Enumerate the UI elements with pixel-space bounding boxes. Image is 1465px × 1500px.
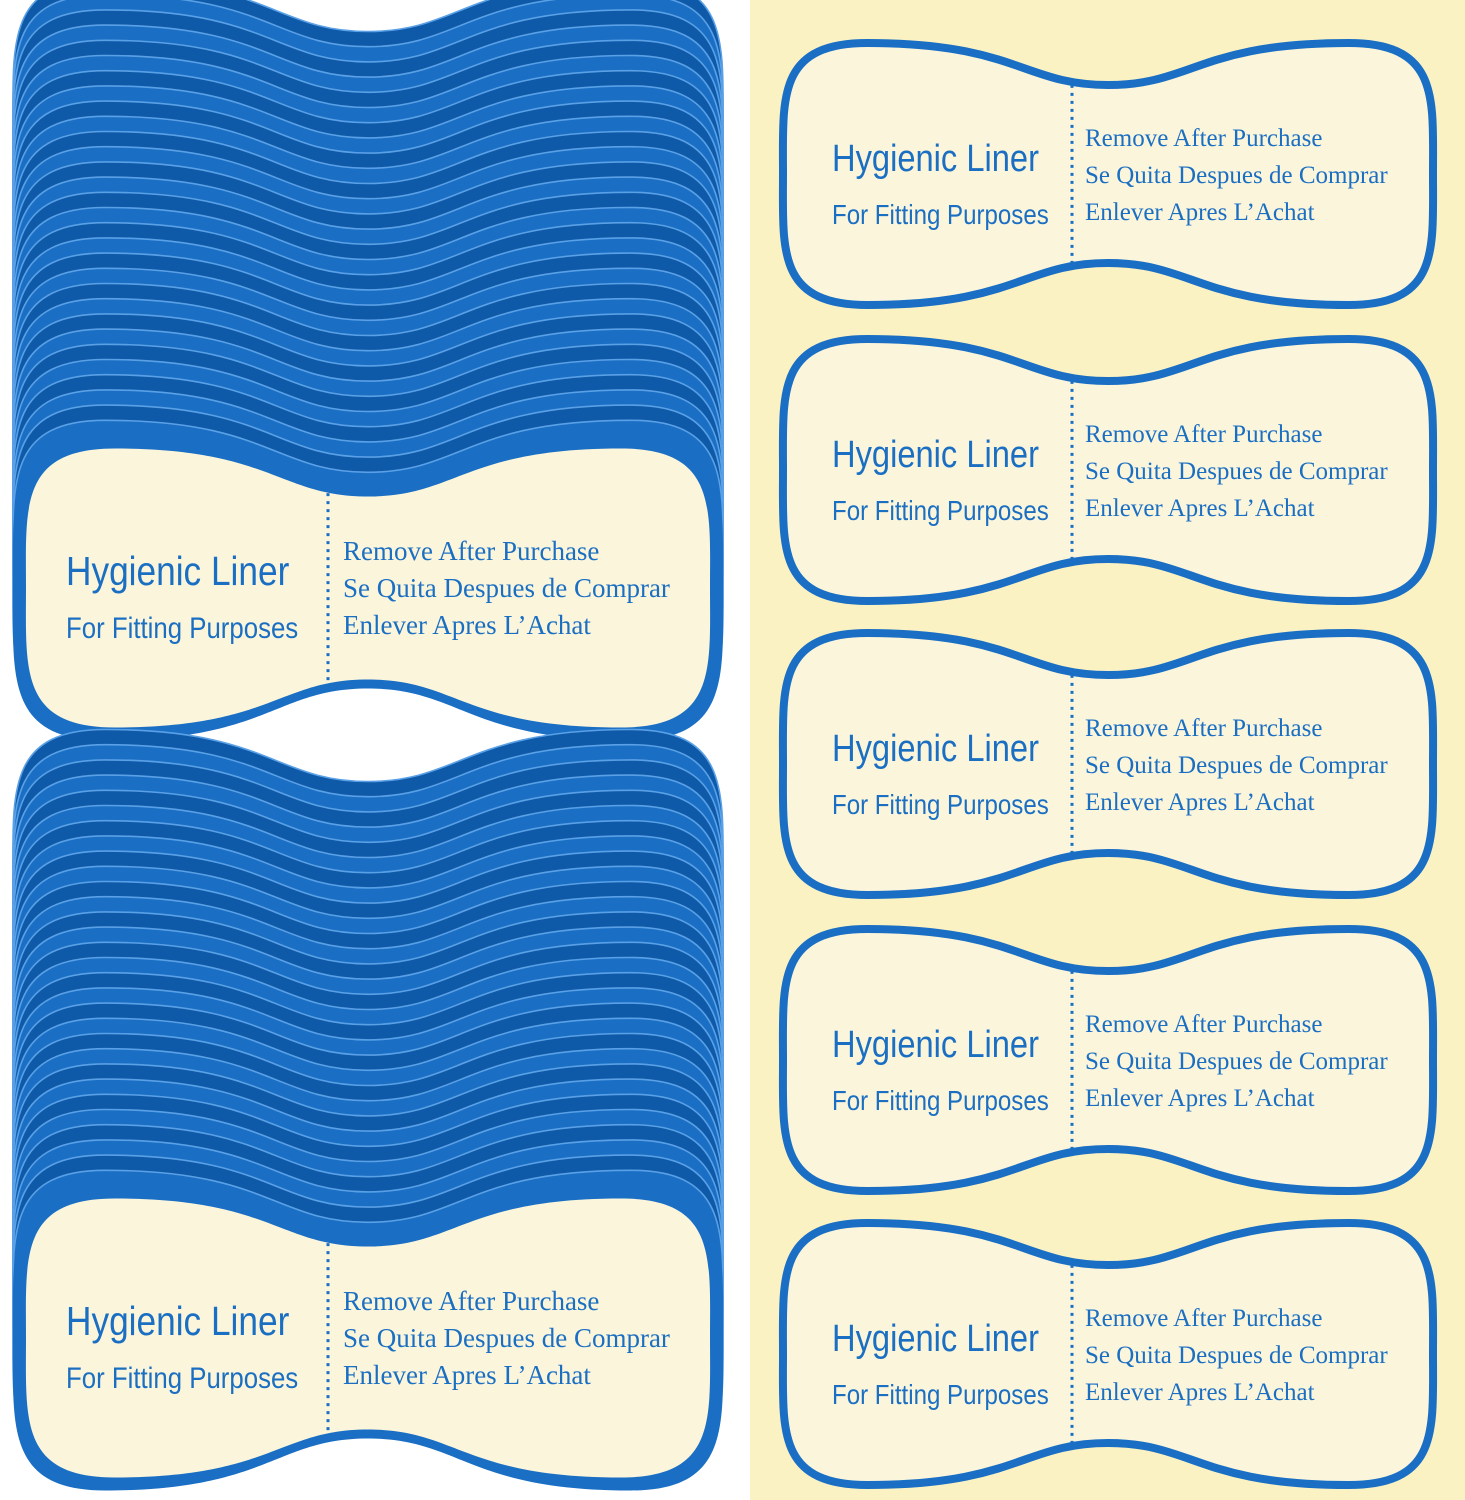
liner-title: Hygienic Liner	[832, 1317, 1039, 1360]
liner-line-en: Remove After Purchase	[343, 536, 599, 566]
liner-front	[778, 628, 1438, 900]
liner-line-fr: Enlever Apres L’Achat	[1085, 495, 1315, 522]
liner-line-en: Remove After Purchase	[1085, 421, 1322, 448]
liner-subtitle: For Fitting Purposes	[66, 611, 298, 644]
liner-line-fr: Enlever Apres L’Achat	[343, 610, 591, 640]
liner-line-fr: Enlever Apres L’Achat	[1085, 1085, 1315, 1112]
liner-line-en: Remove After Purchase	[1085, 125, 1322, 152]
liner-line-en: Remove After Purchase	[1085, 1011, 1322, 1038]
liner-line-es: Se Quita Despues de Comprar	[343, 573, 670, 603]
liner-subtitle: For Fitting Purposes	[832, 788, 1049, 820]
liner-title: Hygienic Liner	[66, 549, 290, 595]
liner-front	[778, 38, 1438, 310]
liner-title: Hygienic Liner	[832, 727, 1039, 770]
liner-line-fr: Enlever Apres L’Achat	[343, 1360, 591, 1390]
liner-subtitle: For Fitting Purposes	[832, 198, 1049, 230]
liner-title: Hygienic Liner	[832, 433, 1039, 476]
liner-line-en: Remove After Purchase	[1085, 715, 1322, 742]
liner-line-fr: Enlever Apres L’Achat	[1085, 199, 1315, 226]
liner-line-es: Se Quita Despues de Comprar	[1085, 752, 1388, 779]
liner-title: Hygienic Liner	[66, 1299, 290, 1345]
liner-line-es: Se Quita Despues de Comprar	[1085, 162, 1388, 189]
liner-title: Hygienic Liner	[832, 137, 1039, 180]
liner-line-en: Remove After Purchase	[1085, 1305, 1322, 1332]
liner-front	[778, 334, 1438, 606]
liner-front	[25, 448, 711, 728]
liner-subtitle: For Fitting Purposes	[832, 494, 1049, 526]
liner-title: Hygienic Liner	[832, 1023, 1039, 1066]
liner-subtitle: For Fitting Purposes	[832, 1378, 1049, 1410]
liner-line-es: Se Quita Despues de Comprar	[1085, 1342, 1388, 1369]
liner-front	[25, 1198, 711, 1478]
liner-front	[778, 924, 1438, 1196]
liner-line-es: Se Quita Despues de Comprar	[343, 1323, 670, 1353]
liner-line-fr: Enlever Apres L’Achat	[1085, 789, 1315, 816]
liner-subtitle: For Fitting Purposes	[832, 1084, 1049, 1116]
liner-front	[778, 1218, 1438, 1490]
liner-line-en: Remove After Purchase	[343, 1286, 599, 1316]
liner-line-es: Se Quita Despues de Comprar	[1085, 458, 1388, 485]
liner-line-es: Se Quita Despues de Comprar	[1085, 1048, 1388, 1075]
liner-line-fr: Enlever Apres L’Achat	[1085, 1379, 1315, 1406]
liner-subtitle: For Fitting Purposes	[66, 1361, 298, 1394]
